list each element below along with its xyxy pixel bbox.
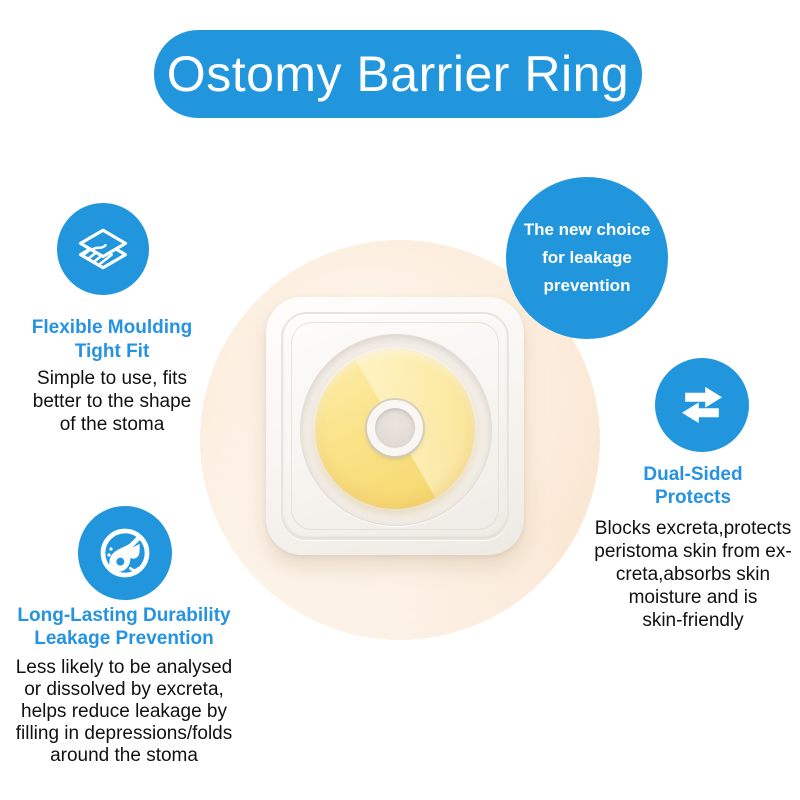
feature-heading: Flexible Moulding Tight Fit — [31, 317, 193, 362]
feature-long-lasting-durability: Long-Lasting Durability Leakage Preventi… — [2, 604, 246, 767]
dual-arrows-icon — [655, 358, 749, 452]
feature-body: Blocks excreta,protects peristoma skin f… — [594, 518, 792, 631]
plate-recess — [300, 334, 492, 526]
new-choice-badge: The new choice for leakage prevention — [506, 177, 668, 339]
page-title: Ostomy Barrier Ring — [166, 46, 630, 102]
feature-heading: Long-Lasting Durability Leakage Preventi… — [17, 605, 231, 649]
barrier-ring — [315, 349, 475, 509]
feature-heading: Dual-Sided Protects — [643, 464, 743, 508]
barrier-ring-product-photo — [266, 297, 524, 555]
no-leak-droplets-icon — [78, 506, 172, 600]
feature-flexible-moulding: Flexible Moulding Tight Fit Simple to us… — [8, 316, 216, 436]
feature-body: Simple to use, fits better to the shape … — [32, 368, 192, 435]
feature-dual-sided-protects: Dual-Sided Protects Blocks excreta,prote… — [586, 463, 800, 632]
badge-text: The new choice for leakage prevention — [523, 220, 651, 295]
feature-body: Less likely to be analysed or dissolved … — [15, 657, 233, 766]
layers-icon — [57, 203, 149, 295]
title-banner: Ostomy Barrier Ring — [154, 30, 642, 118]
stoma-opening — [367, 400, 423, 456]
